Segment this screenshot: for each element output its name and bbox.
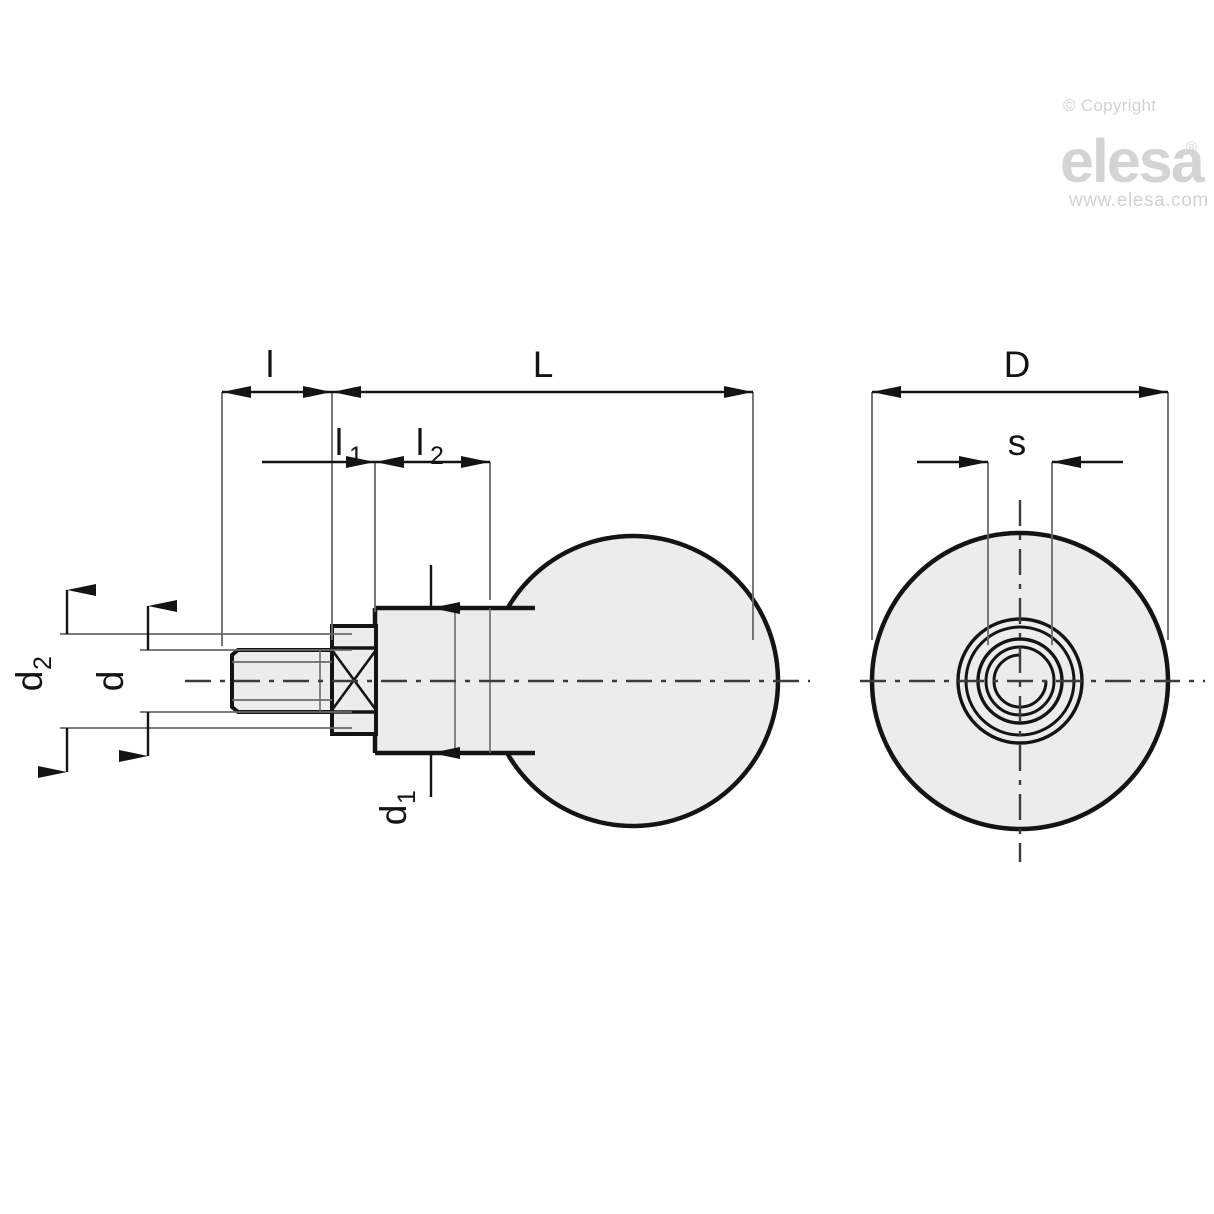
dimension-label-l2: l (416, 422, 424, 463)
elesa-watermark: © Copyright elesa ® www.elesa.com (1060, 96, 1209, 211)
dimension-s: s (917, 422, 1123, 468)
dimension-L: L (332, 344, 753, 398)
dimension-label-l1: l (335, 422, 343, 463)
side-view: l L l 1 l 2 (9, 344, 810, 829)
dimension-subscript-d1: 1 (393, 790, 421, 804)
dimension-l: l (222, 344, 332, 398)
dimension-label-d: d (90, 671, 131, 692)
registered-trademark-icon: ® (1186, 139, 1197, 156)
dimension-d1: d 1 (373, 565, 460, 826)
dimension-subscript-d2: 2 (29, 656, 57, 670)
thread-arc-icon (992, 653, 1048, 709)
front-view: D s (860, 344, 1205, 862)
side-view-geometry (185, 533, 810, 829)
front-view-geometry (860, 500, 1205, 862)
dimension-d2: d 2 (9, 584, 96, 778)
dimension-l2: l 2 (375, 422, 490, 470)
dimension-l1: l 1 (262, 422, 375, 470)
front-view-extension-lines (871, 392, 1169, 645)
dimension-label-d1: d (373, 805, 414, 826)
dimension-subscript-l2: 2 (430, 442, 444, 470)
dimension-label-d2: d (9, 671, 50, 692)
dimension-label-l: l (266, 344, 274, 385)
elesa-logo-text: elesa (1060, 127, 1206, 195)
copyright-text: © Copyright (1063, 96, 1156, 115)
dimension-d: d (90, 600, 177, 762)
dimension-label-s: s (1008, 422, 1027, 463)
website-url-text: www.elesa.com (1068, 190, 1209, 211)
dimension-subscript-l1: 1 (349, 442, 363, 470)
dimension-label-L: L (533, 344, 554, 385)
dimension-label-D: D (1004, 344, 1031, 385)
dimension-D: D (872, 344, 1168, 398)
side-view-extension-lines (60, 392, 754, 729)
